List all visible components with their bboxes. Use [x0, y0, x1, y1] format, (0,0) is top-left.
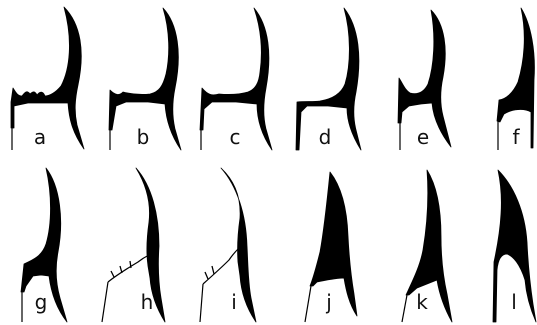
shape-h	[102, 168, 165, 322]
label-a: a	[34, 127, 46, 147]
label-k: k	[416, 292, 428, 312]
label-c: c	[230, 127, 241, 147]
label-j: j	[326, 292, 332, 312]
label-b: b	[137, 127, 150, 147]
label-e: e	[417, 127, 429, 147]
label-l: l	[511, 292, 517, 312]
label-h: h	[141, 292, 154, 312]
label-f: f	[512, 127, 519, 147]
label-i: i	[231, 292, 237, 312]
shape-a	[11, 7, 84, 150]
label-d: d	[319, 127, 332, 147]
shape-i	[200, 168, 256, 322]
label-g: g	[35, 292, 48, 312]
